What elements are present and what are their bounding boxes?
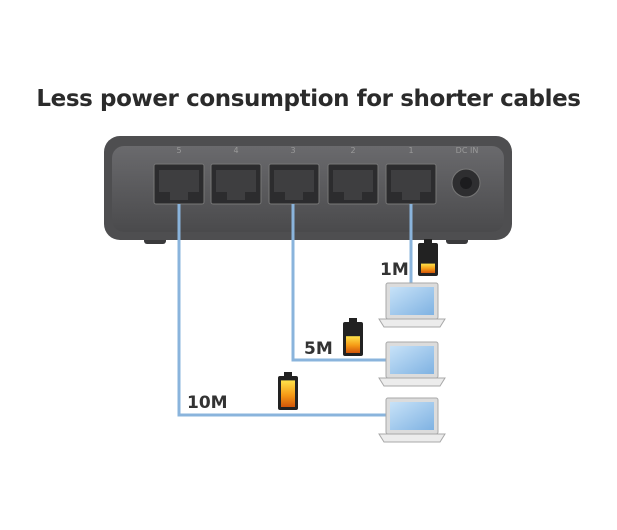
battery-10m-icon (278, 372, 298, 410)
laptop-3 (378, 397, 446, 443)
battery-5m-level (346, 336, 360, 353)
ethernet-port-3 (268, 163, 320, 205)
ethernet-port-5 (153, 163, 205, 205)
dc-in-label: DC IN (456, 146, 479, 155)
port-label-1: 1 (408, 146, 413, 155)
cable-5m (291, 204, 386, 362)
dc-in-jack (451, 168, 481, 198)
cable-length-label-5m: 5M (304, 339, 333, 359)
cable-length-label-10m: 10M (187, 393, 228, 413)
network-switch: 5 4 3 2 1 DC IN (104, 136, 512, 244)
ethernet-port-4 (210, 163, 262, 205)
diagram-title: Less power consumption for shorter cable… (36, 86, 581, 112)
battery-1m-icon (418, 239, 438, 276)
laptop-2 (378, 341, 446, 387)
port-label-2: 2 (350, 146, 355, 155)
port-label-3: 3 (290, 146, 295, 155)
battery-10m-level (281, 380, 295, 407)
battery-1m-level (421, 263, 435, 273)
ethernet-port-1 (385, 163, 437, 205)
cable-10m (177, 204, 386, 417)
battery-5m-icon (343, 318, 363, 356)
laptop-1 (378, 282, 446, 328)
port-label-5: 5 (176, 146, 181, 155)
cable-length-label-1m: 1M (380, 260, 409, 280)
port-label-4: 4 (233, 146, 238, 155)
ethernet-port-2 (327, 163, 379, 205)
